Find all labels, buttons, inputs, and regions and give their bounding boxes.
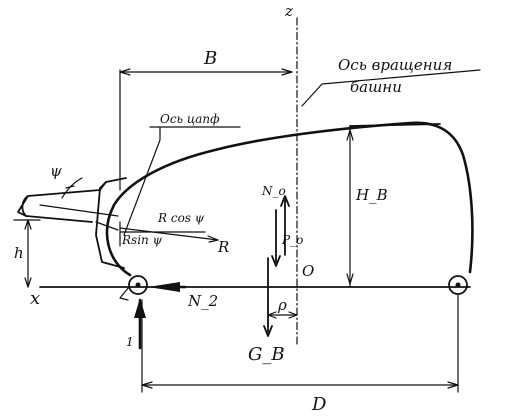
r-vector-line: [119, 227, 219, 241]
dim-d-arrow-right: [447, 381, 459, 389]
gun-barrel-upper: [17, 181, 107, 223]
left-reaction-arrowhead: [134, 298, 146, 318]
label-d: D: [311, 394, 327, 415]
label-n2: N_2: [187, 292, 218, 310]
turret-outline: [105, 121, 474, 277]
label-r-sin: Rsin ψ: [121, 233, 163, 247]
label-one: 1: [126, 335, 134, 349]
dim-hb-arrow-bottom: [346, 273, 354, 285]
turret-axis-leader: [301, 69, 481, 107]
dim-h-arrow-bottom: [24, 277, 32, 288]
label-psi: ψ: [50, 162, 62, 180]
label-r-cos: R cos ψ: [157, 211, 205, 225]
gun-barrel-centerline: [39, 204, 119, 217]
rho-arrow-right: [288, 311, 298, 319]
dim-b-arrow-right: [281, 68, 293, 76]
psi-angle-tick: [65, 185, 75, 189]
label-trunnion-axis: Ось цапф: [160, 112, 220, 126]
dim-hb-arrow-top: [346, 129, 354, 141]
gun-barrel-lower: [95, 221, 119, 231]
label-b: В: [203, 48, 217, 69]
r-vector-arrow: [207, 235, 219, 243]
label-turret-axis-1: Ось вращения: [338, 56, 452, 74]
trunnion-axis-leader: [123, 127, 161, 236]
label-x: x: [30, 288, 40, 309]
label-origin: O: [302, 262, 314, 280]
label-z: z: [284, 2, 293, 20]
right-roller-center: [455, 282, 461, 288]
dim-b-arrow-left: [119, 68, 131, 76]
label-r: R: [217, 238, 229, 256]
label-po: P_o: [281, 233, 303, 247]
left-support-roller: [128, 275, 148, 295]
po-force-arrowhead: [271, 255, 281, 267]
turret-top-tangent: [349, 123, 441, 127]
no-force-arrowhead: [280, 195, 290, 207]
dim-d-arrow-left: [141, 381, 153, 389]
dim-h-arrow-top: [24, 219, 32, 230]
left-roller-center: [135, 282, 141, 288]
gb-weight-arrowhead: [263, 325, 273, 337]
left-roller-bracket: [119, 286, 130, 301]
right-support-roller: [448, 275, 468, 295]
gun-mantlet: [95, 177, 127, 269]
label-gb: G_B: [248, 344, 285, 365]
psi-angle-arc: [61, 177, 83, 199]
gun-barrel-muzzle: [21, 195, 29, 217]
rho-arrow-left: [267, 311, 277, 319]
label-no: N_o: [261, 184, 286, 198]
label-h: h: [14, 244, 24, 262]
label-hb: H_B: [355, 186, 388, 204]
label-rho: ρ: [277, 296, 287, 314]
label-turret-axis-2: башни: [350, 78, 402, 96]
